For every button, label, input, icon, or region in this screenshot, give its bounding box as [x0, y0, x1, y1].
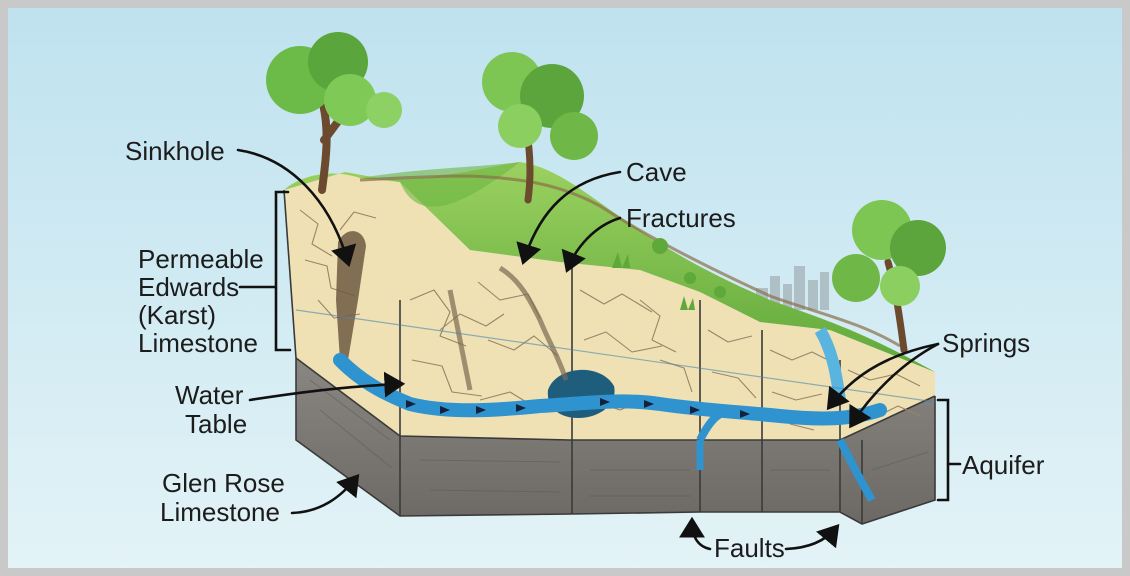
label-permeable-line-4: Limestone	[138, 328, 258, 358]
label-permeable-line-1: Permeable	[138, 244, 264, 274]
label-faults: Faults	[714, 533, 785, 563]
label-fractures: Fractures	[626, 203, 736, 233]
label-aquifer: Aquifer	[962, 450, 1045, 480]
label-cave: Cave	[626, 157, 687, 187]
label-springs: Springs	[942, 328, 1030, 358]
label-permeable-line-2: Edwards	[138, 272, 239, 302]
label-water-table: Water Table	[175, 380, 251, 439]
label-water-table-line-2: Table	[185, 409, 247, 439]
label-permeable-line-3: (Karst)	[138, 300, 216, 330]
label-glen-rose-line-2: Limestone	[160, 497, 280, 527]
label-glen-rose-limestone: Glen Rose Limestone	[160, 468, 292, 527]
label-water-table-line-1: Water	[175, 380, 244, 410]
label-glen-rose-line-1: Glen Rose	[162, 468, 285, 498]
label-sinkhole: Sinkhole	[125, 136, 225, 166]
